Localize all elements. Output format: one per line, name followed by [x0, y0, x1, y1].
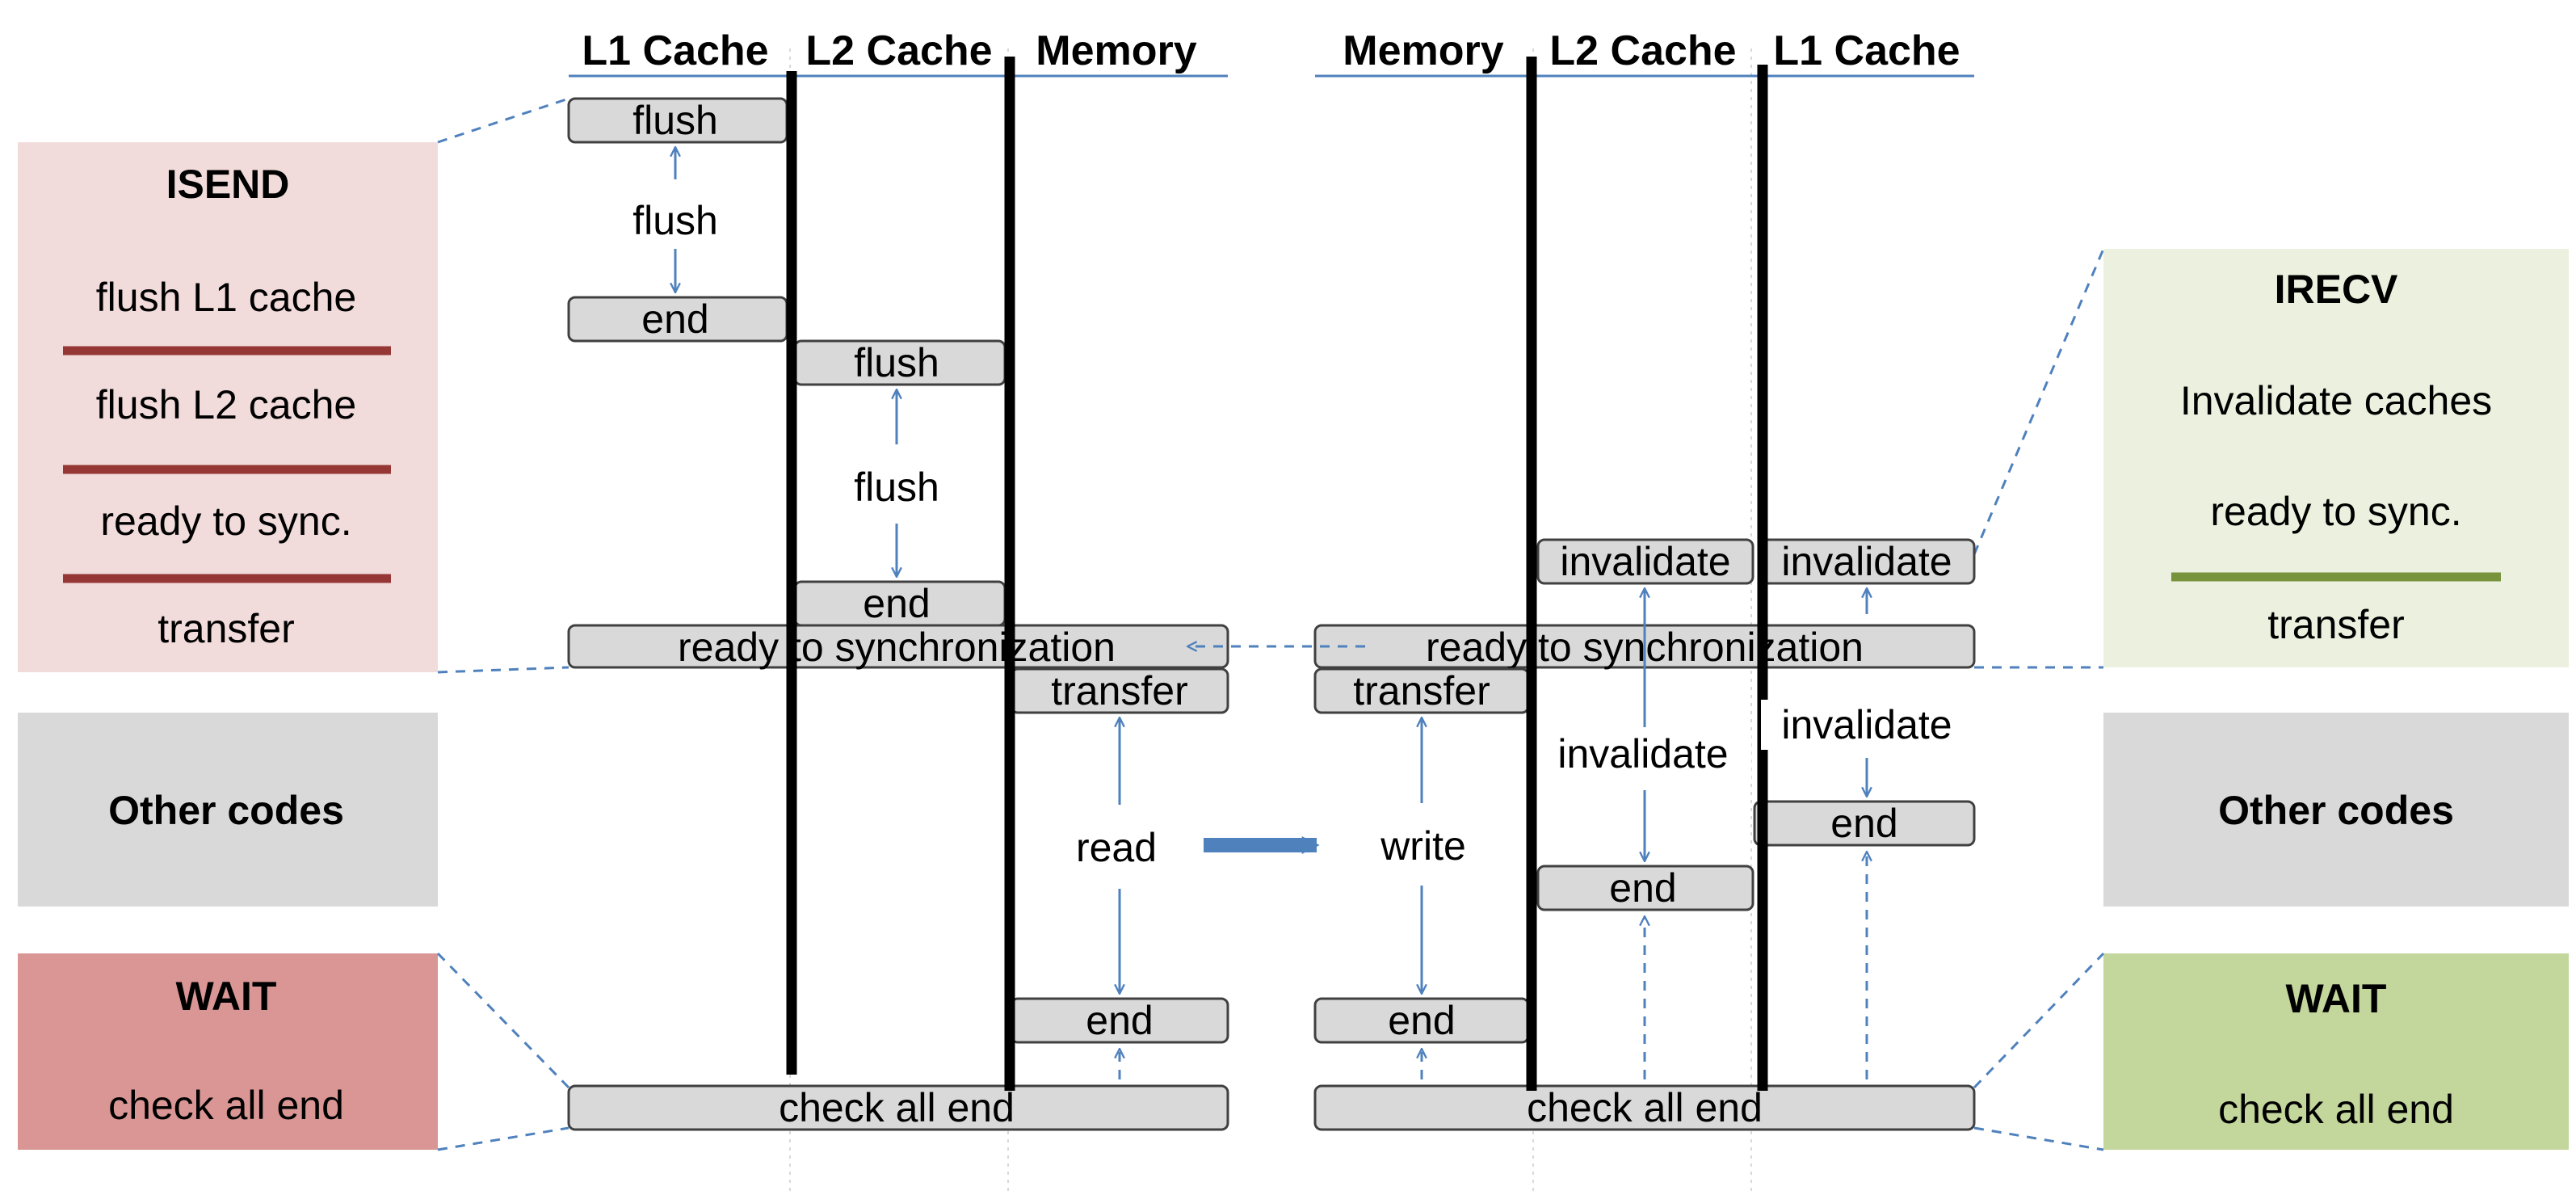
label-read: read [1076, 825, 1157, 870]
label-l2-flush: flush [854, 465, 939, 510]
sender-boxes: flush end flush end ready to synchroniza… [567, 97, 1229, 1131]
receiver-other-codes-panel: Other codes [2103, 713, 2569, 907]
receiver-wait-panel: WAIT check all end [2103, 953, 2569, 1150]
receiver-wait-bg [2103, 953, 2569, 1150]
connector [1973, 952, 2105, 1089]
box-sender-check-label: check all end [779, 1085, 1015, 1130]
isend-panel: ISEND flush L1 cache flush L2 cache read… [18, 142, 438, 672]
dashed-connectors [436, 97, 2105, 1151]
flow-labels: flush flush read write invalidate invali… [614, 189, 1973, 870]
receiver-wait-title: WAIT [2286, 976, 2387, 1021]
sender-other-title: Other codes [108, 788, 344, 833]
irecv-title: IRECV [2275, 267, 2398, 312]
box-l2-end-label: end [863, 581, 930, 626]
irecv-step-transfer: transfer [2267, 602, 2405, 647]
header-sender-memory: Memory [1036, 27, 1196, 74]
box-receiver-mem-end-label: end [1388, 998, 1455, 1043]
box-receiver-l2-end [1536, 865, 1754, 911]
header-receiver-l1: L1 Cache [1773, 27, 1960, 74]
box-sender-ready [567, 624, 1229, 669]
box-receiver-l1-end [1753, 800, 1976, 847]
box-l2-invalidate-label: invalidate [1560, 539, 1730, 584]
box-sender-mem-end-label: end [1086, 998, 1153, 1043]
box-receiver-transfer-label: transfer [1353, 668, 1490, 713]
irecv-step-invalidate: Invalidate caches [2180, 378, 2492, 423]
sender-wait-text: check all end [108, 1083, 344, 1128]
box-receiver-check-label: check all end [1527, 1085, 1763, 1130]
sender-other-codes-panel: Other codes [18, 713, 438, 907]
timelines [786, 57, 1768, 1091]
header-sender-l2: L2 Cache [805, 27, 992, 74]
header-receiver-l2: L2 Cache [1549, 27, 1736, 74]
connector [437, 666, 569, 674]
box-receiver-l2-end-label: end [1609, 865, 1676, 911]
label-mask [835, 457, 958, 512]
box-l1-flush-label: flush [632, 98, 718, 143]
label-l1-invalidate: invalidate [1781, 702, 1952, 747]
isend-step-flush-l1: flush L1 cache [96, 275, 356, 320]
header-sender-l1: L1 Cache [582, 27, 768, 74]
box-receiver-l1-end-label: end [1830, 801, 1897, 846]
irecv-panel: IRECV Invalidate caches ready to sync. t… [2103, 249, 2569, 667]
flow-arrows [675, 147, 1867, 994]
irecv-panel-bg [2103, 249, 2569, 667]
receiver-wait-text: check all end [2218, 1087, 2454, 1132]
isend-panel-bg [18, 142, 438, 672]
receiver-other-bg [2103, 713, 2569, 907]
label-mask [1761, 700, 1973, 750]
box-sender-ready-label: ready to synchronization [678, 625, 1116, 670]
connector [437, 1126, 569, 1151]
label-mask [1540, 732, 1751, 782]
box-l1-invalidate-label: invalidate [1781, 539, 1952, 584]
sender-other-bg [18, 713, 438, 907]
box-l2-invalidate [1536, 538, 1754, 585]
label-l1-flush: flush [632, 198, 718, 243]
sender-headers: L1 Cache L2 Cache Memory [569, 27, 1228, 78]
box-l1-end-label: end [641, 297, 708, 342]
receiver-other-title: Other codes [2218, 788, 2454, 833]
connector [1973, 248, 2105, 555]
connector [1973, 1126, 2104, 1151]
sender-wait-bg [18, 953, 438, 1150]
sender-wait-panel: WAIT check all end [18, 953, 438, 1150]
label-mask [614, 189, 737, 241]
box-sender-check [567, 1084, 1229, 1131]
header-receiver-memory: Memory [1343, 27, 1503, 74]
dashed-sync-arrows [1120, 646, 1867, 1079]
receiver-headers: Memory L2 Cache L1 Cache [1315, 27, 1974, 78]
label-write: write [1380, 823, 1466, 869]
box-receiver-check [1313, 1084, 1976, 1131]
box-l2-flush-label: flush [854, 340, 939, 385]
connector [437, 97, 569, 144]
isend-step-transfer: transfer [158, 606, 295, 651]
isend-step-ready: ready to sync. [100, 499, 351, 544]
isend-step-flush-l2: flush L2 cache [96, 382, 356, 427]
label-l2-invalidate: invalidate [1557, 731, 1728, 776]
irecv-step-ready: ready to sync. [2210, 489, 2461, 534]
sender-wait-title: WAIT [176, 974, 277, 1019]
box-sender-transfer-label: transfer [1051, 668, 1188, 713]
isend-title: ISEND [166, 162, 290, 207]
connector [436, 952, 570, 1089]
